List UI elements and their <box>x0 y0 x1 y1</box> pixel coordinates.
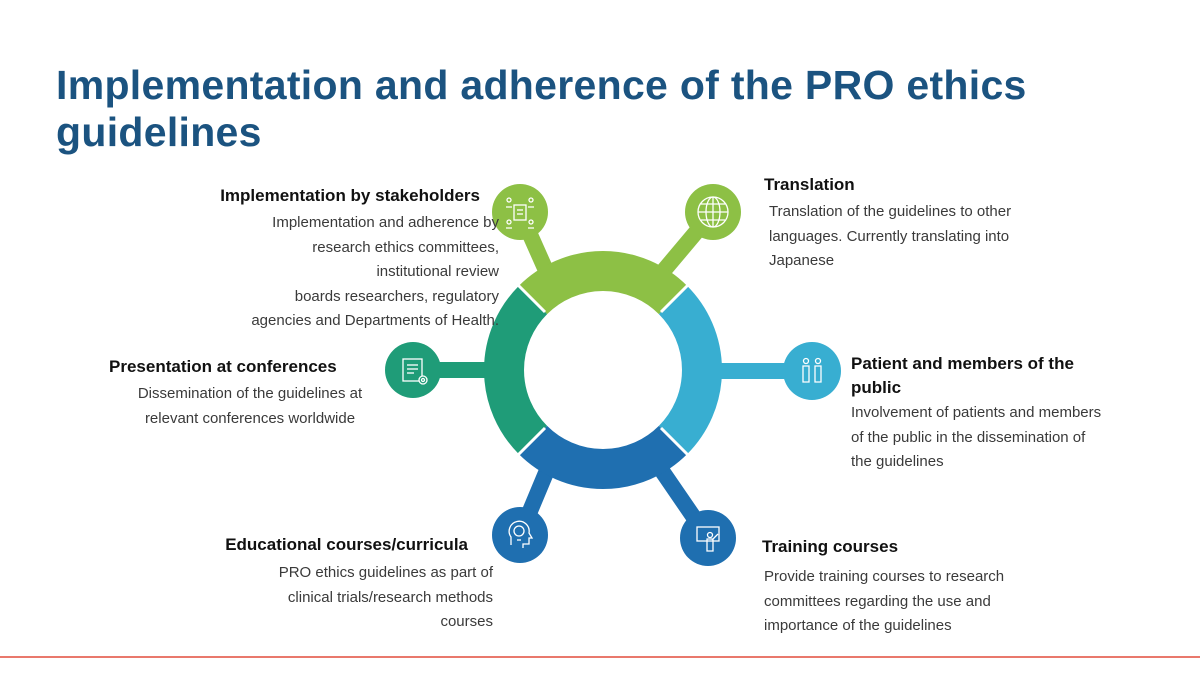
item-heading-stakeholders: Implementation by stakeholders <box>220 186 480 205</box>
people-icon <box>802 357 822 383</box>
ring-segment-teal <box>484 285 548 455</box>
lightbulb-head-icon <box>508 520 534 548</box>
ring-segment-green <box>518 251 688 315</box>
ring-segment-light-blue <box>658 285 722 455</box>
item-body-training: Provide training courses to research com… <box>764 568 1005 635</box>
footer-divider <box>0 656 1200 658</box>
item-body-stakeholders: Implementation and adherence by research… <box>251 214 499 330</box>
item-body-conferences: Dissemination of the guidelines at relev… <box>137 385 363 427</box>
stakeholders-icon <box>506 197 534 229</box>
item-heading-translation: Translation <box>764 175 855 194</box>
globe-icon <box>697 196 729 228</box>
ring-segment-blue <box>518 425 688 489</box>
bubble-stakeholders <box>492 184 548 240</box>
bubble-patients <box>783 342 841 400</box>
item-body-translation: Translation of the guidelines to other l… <box>769 203 1012 270</box>
item-heading-patients: Patient and members of the public <box>851 354 1074 397</box>
bubble-educational <box>492 507 548 563</box>
item-heading-training: Training courses <box>762 537 899 556</box>
item-body-educational: PRO ethics guidelines as part of clinica… <box>278 564 493 631</box>
certificate-icon <box>402 358 428 385</box>
bubble-training <box>680 510 736 566</box>
item-heading-educational: Educational courses/curricula <box>225 535 468 554</box>
item-heading-conferences: Presentation at conferences <box>109 357 337 376</box>
item-body-patients: Involvement of patients and members of t… <box>851 404 1102 471</box>
page-title: Implementation and adherence of the PRO … <box>56 62 1027 155</box>
bubble-conferences <box>385 342 441 398</box>
presenter-icon <box>696 526 720 552</box>
